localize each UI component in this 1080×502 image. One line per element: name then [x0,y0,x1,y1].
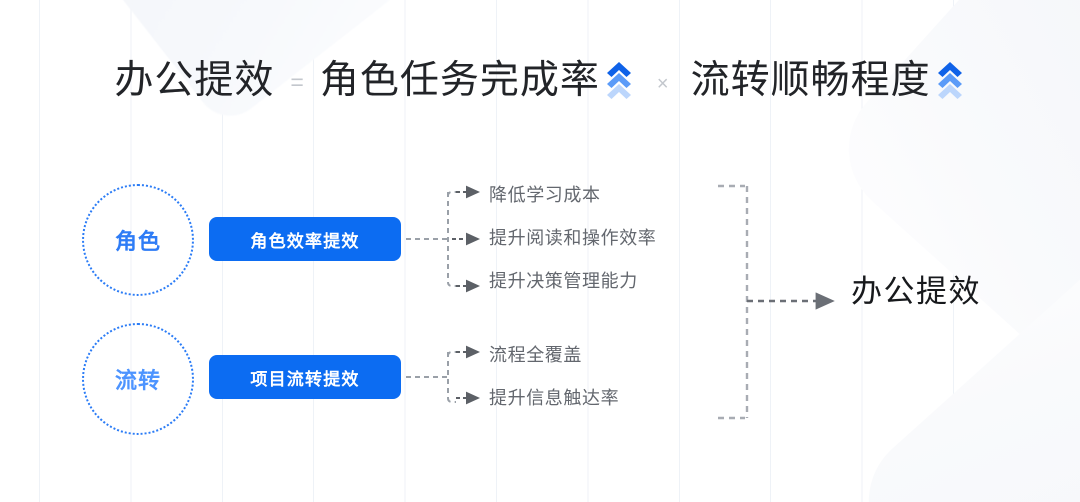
headline-formula: 办公提效 = 角色任务完成率 × 流转顺畅程度 [0,58,1080,103]
node-circle-role[interactable]: 角色 [82,184,194,296]
outcome-item: 提升决策管理能力 [489,271,638,291]
node-circle-flow[interactable]: 流转 [82,323,194,435]
outcome-item: 提升信息触达率 [489,388,620,408]
headline-result-term: 办公提效 [114,59,275,102]
triple-chevron-up-icon [934,59,966,104]
headline-factor-one-label: 角色任务完成率 [319,59,600,102]
outcome-item: 提升阅读和操作效率 [489,228,657,248]
triple-chevron-up-icon [603,59,635,104]
outcome-item: 流程全覆盖 [489,345,582,365]
pill-project-flow[interactable]: 项目流转提效 [209,355,401,399]
pill-role-efficiency[interactable]: 角色效率提效 [209,217,401,261]
node-circle-role-label: 角色 [114,229,161,254]
final-result-label: 办公提效 [851,274,981,309]
headline-equals-symbol: = [290,69,304,95]
headline-factor-two-label: 流转顺畅程度 [690,59,931,102]
headline-factor-two: 流转顺畅程度 [691,58,966,103]
node-circle-flow-label: 流转 [114,368,161,393]
outcome-item: 降低学习成本 [489,185,601,205]
headline-multiply-symbol: × [656,72,669,95]
headline-factor-one: 角色任务完成率 [320,58,635,103]
